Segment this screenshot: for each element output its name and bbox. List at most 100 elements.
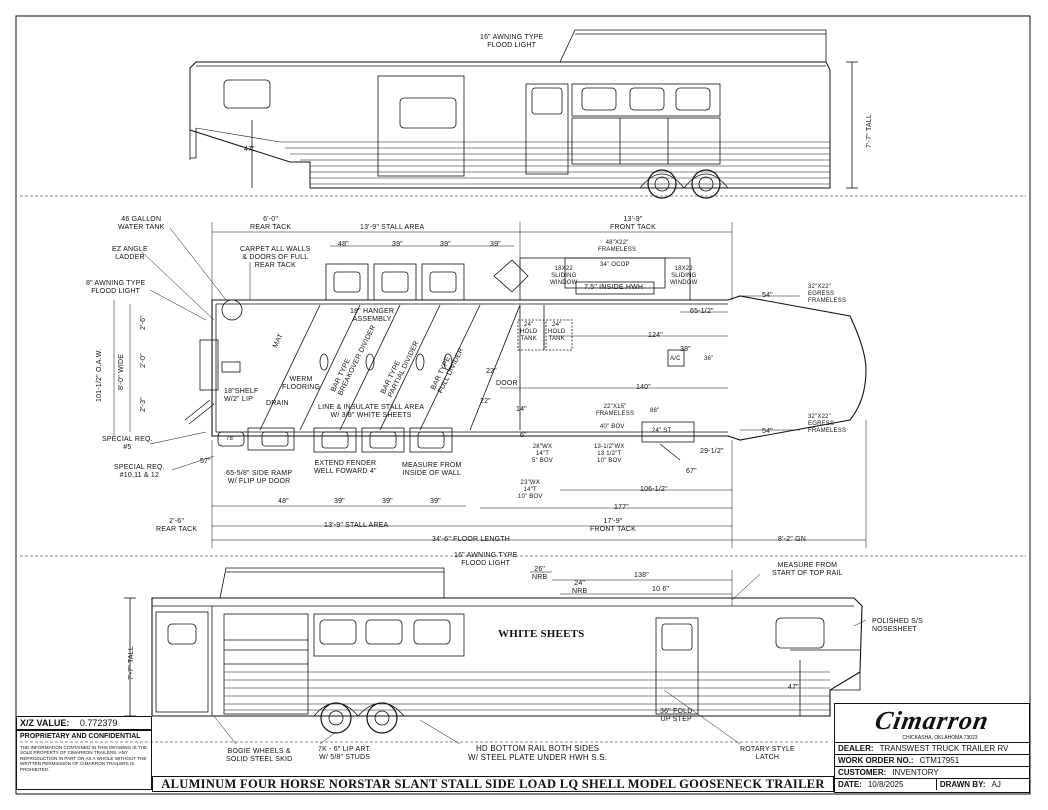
dim-88-label: 88" xyxy=(650,408,660,414)
drawn-by-value: AJ xyxy=(991,780,1001,789)
bogie-label: BOGIE WHEELS & SOLID STEEL SKID xyxy=(226,748,293,763)
rotary-label: ROTARY STYLE LATCH xyxy=(740,746,795,761)
dealer-key: DEALER: xyxy=(838,744,874,753)
work-order-row: WORK ORDER NO.:CTM17951 xyxy=(835,754,1029,766)
dealer-row: DEALER:TRANSWEST TRUCK TRAILER RV xyxy=(835,742,1029,754)
nrb-26-label: 26" NRB xyxy=(532,566,548,581)
title-block: Cimarron CHICKASHA, OKLAHOMA 73023 DEALE… xyxy=(834,703,1030,793)
side-tall-label: 7'-7" TALL xyxy=(128,646,135,680)
stall-48-label: 48" xyxy=(338,241,349,248)
extend-fender-label: EXTEND FENDER WELL FOWARD 4" xyxy=(314,460,377,475)
wheel xyxy=(691,169,721,199)
floor-plan-view xyxy=(113,222,867,548)
window-34-label: 34" OCOP xyxy=(600,262,630,268)
fold-step-label: 36" FOLD UP STEP xyxy=(660,708,693,723)
studs-label: 7K - 6" LIP ART. W/ 5/8" STUDS xyxy=(318,746,372,761)
proprietary-title: PROPRIETARY AND CONFIDENTIAL xyxy=(20,733,141,740)
oaw-label: 101-1/2" O.A.W. xyxy=(96,348,103,402)
white-sheets-label: WHITE SHEETS xyxy=(498,628,585,640)
dim-22-label: 22" xyxy=(486,368,497,375)
proprietary-body: THE INFORMATION CONTAINED IN THIS DRAWIN… xyxy=(20,745,148,772)
stall-area-top-label: 13'-9" STALL AREA xyxy=(360,224,425,231)
dim-23-label: 2'-3" xyxy=(140,397,147,412)
hold-tank-2: 24" HOLD TANK xyxy=(548,322,566,342)
drawing-title: ALUMINUM FOUR HORSE NORSTAR SLANT STALL … xyxy=(152,776,834,792)
proprietary-box: PROPRIETARY AND CONFIDENTIAL THE INFORMA… xyxy=(16,730,152,790)
wheel xyxy=(366,702,398,734)
bov-28-label: 28"Wx 14"T 5" BOV xyxy=(532,444,554,464)
dim-67-label: 67" xyxy=(686,468,697,475)
bottom-rail-label: HD BOTTOM RAIL BOTH SIDES W/ STEEL PLATE… xyxy=(468,744,608,762)
dim-36-label: 36" xyxy=(704,356,714,362)
dim-106s-label: 10 6" xyxy=(652,586,670,593)
dim-54-top: 54" xyxy=(762,292,773,299)
bov-13-label: 13-1/2"Wx 13 1/2"T 10" BOV xyxy=(594,444,625,464)
xz-value: 0.772379 xyxy=(79,718,118,728)
xz-value-box: X/Z VALUE: 0.772379 xyxy=(16,716,152,730)
hvh-label: 7.5" INSIDE HWH xyxy=(584,284,644,291)
top-flood-light-label: 16" AWNING TYPE FLOOD LIGHT xyxy=(480,34,544,49)
sheet-border xyxy=(15,15,1031,795)
ac-label: A/C xyxy=(670,356,681,362)
top-tall-label: 7'-7" TALL xyxy=(866,114,873,148)
customer-key: CUSTOMER: xyxy=(838,768,887,777)
measure-rail-label: MEASURE FROM START OF TOP RAIL xyxy=(772,562,843,577)
rear-tack-label: 6'-0" REAR TACK xyxy=(250,216,292,231)
dim-138-label: 138" xyxy=(634,572,649,579)
logo-location: CHICKASHA, OKLAHOMA 73023 xyxy=(902,735,978,741)
win-22x15-label: 22"X15" FRAMELESS xyxy=(596,404,635,417)
dim-39e-label: 39" xyxy=(382,498,393,505)
cimarron-logo: Cimarron xyxy=(872,706,992,735)
dim-78-label: 78" xyxy=(226,436,236,442)
dim-106-label: 106-1/2" xyxy=(640,486,668,493)
hanger-label: 18" HANGER ASSEMBLY xyxy=(350,308,395,323)
rear-tack-bottom-label: 2'-6" REAR TACK xyxy=(156,518,198,533)
street-side-view xyxy=(189,29,858,199)
side-flood-light-label: 16" AWNING TYPE FLOOD LIGHT xyxy=(454,552,518,567)
stall-39a-label: 39" xyxy=(392,241,403,248)
dim-65-label: 65-1/2" xyxy=(690,308,714,315)
drawn-by-key: DRAWN BY: xyxy=(935,779,985,790)
front-tack-bottom-label: 17'-9" FRONT TACK xyxy=(590,518,636,533)
dim-39f-label: 39" xyxy=(430,498,441,505)
window-48-label: 48"X22" FRAMELESS xyxy=(598,240,637,253)
shelf-label: 18"SHELF w/2" LIP xyxy=(224,388,259,403)
dim-22b-label: 22" xyxy=(480,398,491,405)
dim-26-label: 2'-6" xyxy=(140,315,147,330)
line-insulate-label: LINE & INSULATE STALL AREA W/ 3/8" WHITE… xyxy=(318,404,425,419)
sliding-window-right: 18X22 SLIDING WINDOW xyxy=(670,266,698,286)
nrb-24-label: 24" NRB xyxy=(572,580,588,595)
egress-top-label: 32"X22" EGRESS FRAMELESS xyxy=(808,284,847,304)
ez-angle-label: EZ ANGLE LADDER xyxy=(112,246,148,261)
customer-value: INVENTORY xyxy=(892,768,939,777)
customer-row: CUSTOMER: INVENTORY xyxy=(835,766,1029,778)
special-5-label: SPECIAL REQ. #5 xyxy=(102,436,153,451)
hold-tank-1: 24" HOLD TANK xyxy=(520,322,538,342)
dim-20-label: 2'-0" xyxy=(140,353,147,368)
side-47-label: 47" xyxy=(788,684,799,691)
dim-177-label: 177" xyxy=(614,504,629,511)
werm-label: WERM FLOORING xyxy=(282,376,321,391)
special-10-label: SPECIAL REQ. #10,11 & 12 xyxy=(114,464,165,479)
dim-40-label: 40" BOV xyxy=(600,424,625,430)
side-ramp-label: 65-5/8" SIDE RAMP W/ FLIP UP DOOR xyxy=(226,470,293,485)
measure-inside-label: MEASURE FROM INSIDE OF WALL xyxy=(402,462,462,477)
dim-48b-label: 48" xyxy=(278,498,289,505)
wheel xyxy=(320,702,352,734)
date-value: 10/8/2025 xyxy=(867,780,904,789)
sliding-window-left: 18X22 SLIDING WINDOW xyxy=(550,266,578,286)
front-tack-top-label: 13'-9" FRONT TACK xyxy=(610,216,656,231)
stall-area-bottom-label: 13'-9" STALL AREA xyxy=(324,522,389,529)
water-tank-label: 46 GALLON WATER TANK xyxy=(118,216,165,231)
door-label: DOOR xyxy=(496,380,518,387)
dim-6-label: 6" xyxy=(520,432,527,439)
work-order-key: WORK ORDER NO.: xyxy=(838,756,914,765)
egress-bot-label: 32"X22" EGRESS FRAMELESS xyxy=(808,414,847,434)
stall-39b-label: 39" xyxy=(440,241,451,248)
xz-label: X/Z VALUE: xyxy=(20,718,70,728)
carpet-label: CARPET ALL WALLS & DOORS OF FULL REAR TA… xyxy=(240,246,311,269)
polished-label: POLISHED S/S NOSESHEET xyxy=(872,618,924,633)
